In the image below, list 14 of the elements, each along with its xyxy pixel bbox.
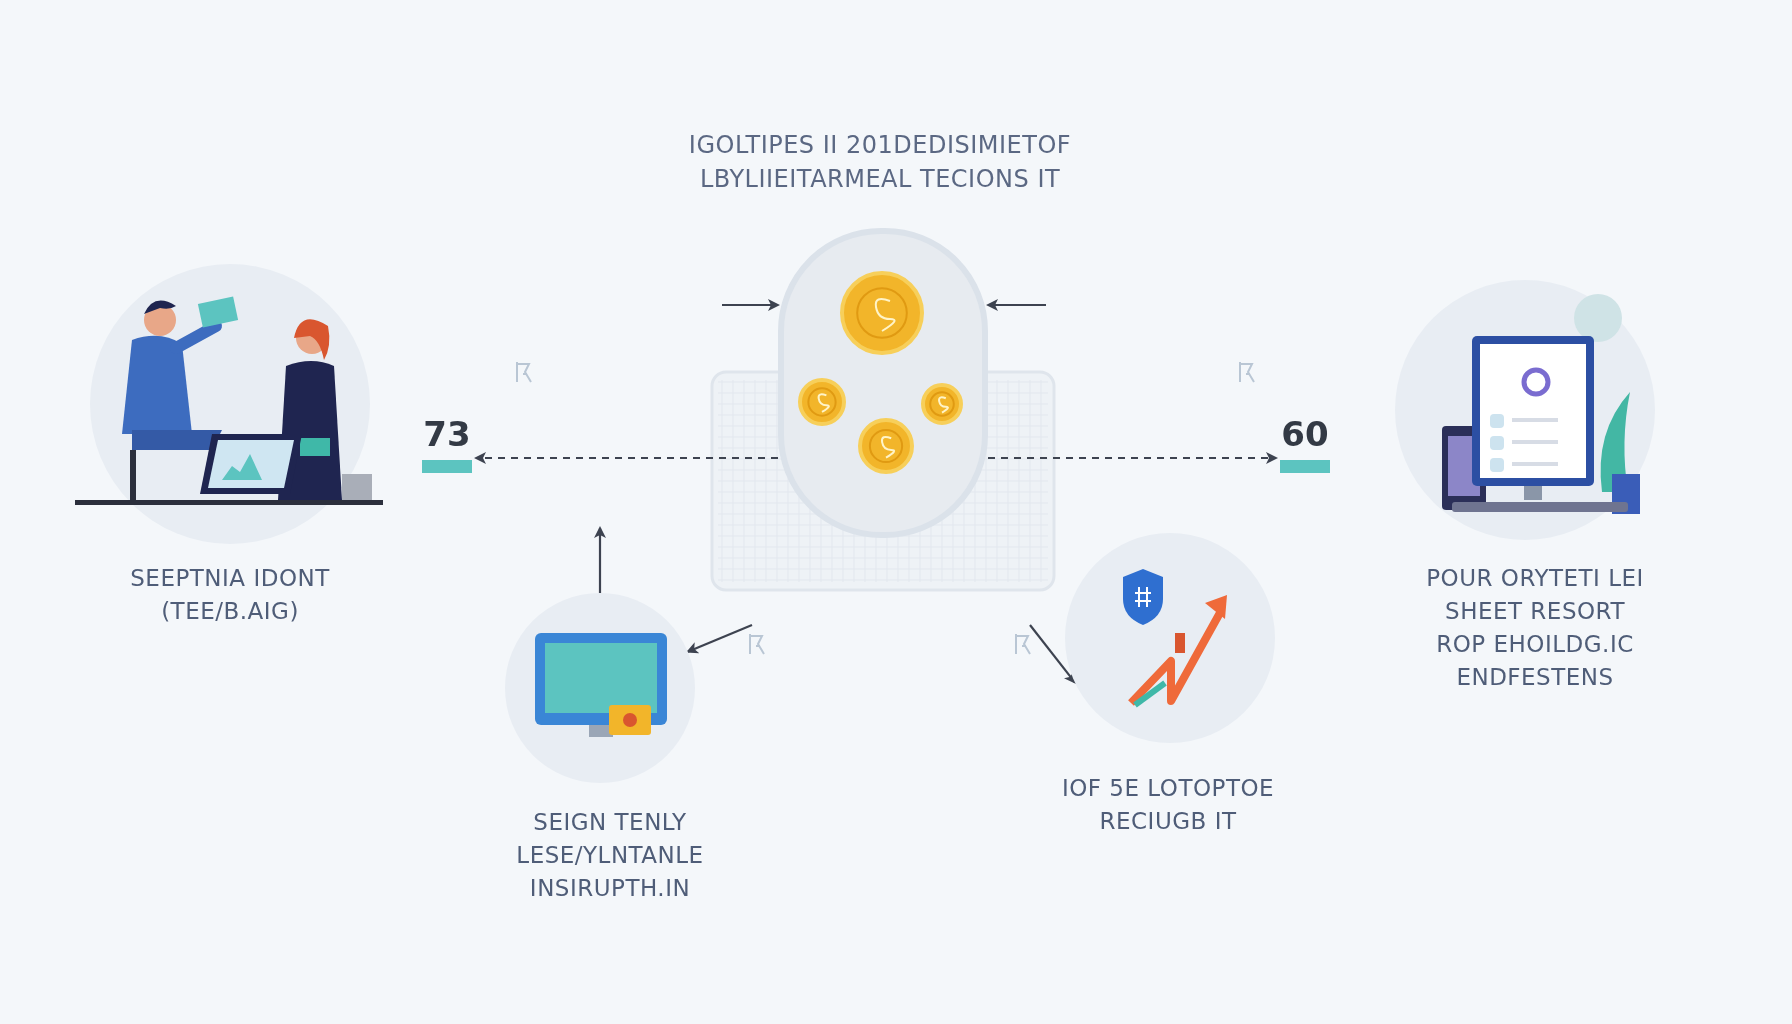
node-label: SEIGN TENLY LESE/YLNTANLE INSIRUPTH.IN <box>515 808 705 903</box>
node-label: POUR ORYTETI LEI SHEET RESORT ROP EHOILDG.IC ENDFESTENS <box>1425 564 1645 692</box>
node-label: IOF 5E LOTOPTOE RECIUGB IT <box>1060 774 1276 836</box>
node-label: SEEPTNIA IDONT (TEE/B.AIG) <box>129 564 331 626</box>
number-label: 73 <box>422 414 472 454</box>
arrow <box>1029 624 1077 684</box>
arrow <box>986 299 1046 311</box>
arrow <box>722 299 780 311</box>
arrow <box>474 452 778 464</box>
title: IGOLTIPES II 201DEDISIMIETOF LBYLIIEITARMEAL TECIONS IT <box>687 130 1073 195</box>
number-label: 60 <box>1280 414 1330 454</box>
arrow <box>988 452 1278 464</box>
arrow <box>685 624 753 654</box>
arrow <box>594 526 606 593</box>
